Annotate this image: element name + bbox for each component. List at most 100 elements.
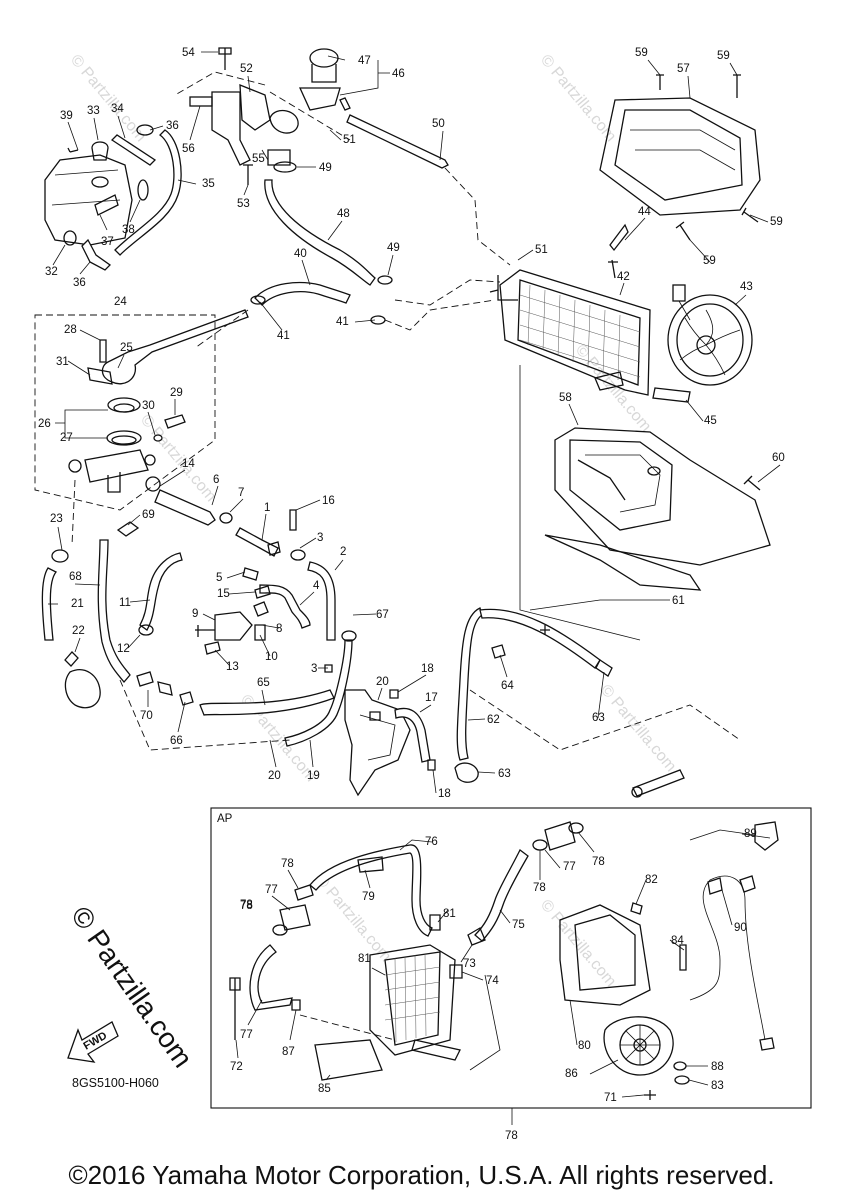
callout-label: 57 <box>677 63 690 75</box>
watermark: © Partzilla.com <box>537 897 619 991</box>
watermark: © Partzilla.com <box>137 412 219 506</box>
callout-label: 51 <box>343 134 356 146</box>
callout-label: 39 <box>60 110 73 122</box>
callout-label: 28 <box>64 324 77 336</box>
callout-label: 47 <box>358 55 371 67</box>
callout-label: 82 <box>645 874 658 886</box>
callout-label: 22 <box>72 625 85 637</box>
watermark: © Partzilla.com <box>537 52 619 146</box>
callout-label: 41 <box>336 316 349 328</box>
callout-label: 44 <box>638 206 651 218</box>
callout-label: 59 <box>770 216 783 228</box>
callout-label: 72 <box>230 1061 243 1073</box>
callout-label: 32 <box>45 266 58 278</box>
callout-label: 78 <box>281 858 294 870</box>
callout-label: 63 <box>498 768 511 780</box>
callout-label: 6 <box>213 474 219 486</box>
callout-label: 60 <box>772 452 785 464</box>
callout-label: 71 <box>604 1092 617 1104</box>
callout-label: 77 <box>240 1029 253 1041</box>
callout-label: 68 <box>69 571 82 583</box>
callout-label: 37 <box>101 236 114 248</box>
callout-label: 86 <box>565 1068 578 1080</box>
callout-label: 59 <box>635 47 648 59</box>
callout-label: 65 <box>257 677 270 689</box>
callout-label: 2 <box>340 546 346 558</box>
ap-section-box <box>210 807 812 1109</box>
callout-label: 21 <box>71 598 84 610</box>
callout-label: 13 <box>226 661 239 673</box>
callout-label: 85 <box>318 1083 331 1095</box>
watermark: © Partzilla.com <box>572 342 654 436</box>
watermark: © Partzilla.com <box>312 872 394 966</box>
callout-label: 74 <box>486 975 499 987</box>
callout-label: 26 <box>38 418 51 430</box>
callout-label: 36 <box>73 277 86 289</box>
diagram-code: 8GS5100-H060 <box>72 1076 159 1090</box>
callout-label: 12 <box>117 643 130 655</box>
callout-label: 20 <box>376 676 389 688</box>
callout-label: 62 <box>487 714 500 726</box>
callout-label: 9 <box>192 608 198 620</box>
middle-hoses <box>116 476 336 655</box>
callout-label: 66 <box>170 735 183 747</box>
callout-label: 50 <box>432 118 445 130</box>
copyright-notice: ©2016 Yamaha Motor Corporation, U.S.A. A… <box>68 1160 775 1190</box>
callout-label: 35 <box>202 178 215 190</box>
callout-label: 58 <box>559 392 572 404</box>
radiator <box>499 269 651 396</box>
radiator-group <box>489 223 651 396</box>
callout-label: 61 <box>672 595 685 607</box>
callout-label: 87 <box>282 1046 295 1058</box>
callout-label: 10 <box>265 651 278 663</box>
callout-label: 80 <box>578 1040 591 1052</box>
callout-label: 54 <box>182 47 195 59</box>
callout-label: 78 <box>240 899 253 911</box>
callout-label: 43 <box>740 281 753 293</box>
callout-label: 4 <box>313 580 320 592</box>
water-pump-group <box>344 607 741 797</box>
callout-label: 34 <box>111 103 124 115</box>
callout-label: 19 <box>307 770 320 782</box>
callout-label: 23 <box>50 513 63 525</box>
callout-label: 38 <box>122 224 135 236</box>
callout-label: 40 <box>294 248 307 260</box>
cooling-fan <box>667 294 753 386</box>
callout-label: 18 <box>438 788 451 800</box>
callout-label: 41 <box>277 330 290 342</box>
callout-label: 78 <box>592 856 605 868</box>
callout-label: 64 <box>501 680 514 692</box>
callout-label: 5 <box>216 572 222 584</box>
callout-label: 46 <box>392 68 405 80</box>
callout-label: 17 <box>425 692 438 704</box>
callout-label: 78 <box>505 1130 518 1142</box>
callout-label: 67 <box>376 609 389 621</box>
callout-label: 42 <box>617 271 630 283</box>
callout-label: 49 <box>319 162 332 174</box>
fan-shroud-group <box>599 74 761 241</box>
callout-label: 83 <box>711 1080 724 1092</box>
callout-label: 7 <box>238 487 244 499</box>
callout-label: 29 <box>170 387 183 399</box>
callout-label: 8 <box>276 623 282 635</box>
callout-label: 36 <box>166 120 179 132</box>
air-duct-group <box>519 365 771 641</box>
callout-label: 51 <box>535 244 548 256</box>
callout-label: 90 <box>734 922 747 934</box>
callout-labels: 54 52 47 46 59 57 59 39 33 34 36 56 55 5… <box>38 47 785 1142</box>
callout-label: 81 <box>443 908 456 920</box>
callout-label: 1 <box>264 502 270 514</box>
fwd-arrow: FWD <box>67 1021 119 1063</box>
watermark-layer: © Partzilla.com © Partzilla.com © Partzi… <box>67 52 679 991</box>
callout-label: 48 <box>337 208 350 220</box>
callout-label: 14 <box>182 458 195 470</box>
lower-left-hoses <box>41 539 357 751</box>
callout-label: 81 <box>358 953 371 965</box>
callout-label: 31 <box>56 356 69 368</box>
callout-label: 78 <box>240 900 253 912</box>
callout-label: 11 <box>119 597 131 609</box>
callout-label: 15 <box>217 588 230 600</box>
cap-bracket-group <box>189 47 449 286</box>
callout-label: 18 <box>421 663 434 675</box>
